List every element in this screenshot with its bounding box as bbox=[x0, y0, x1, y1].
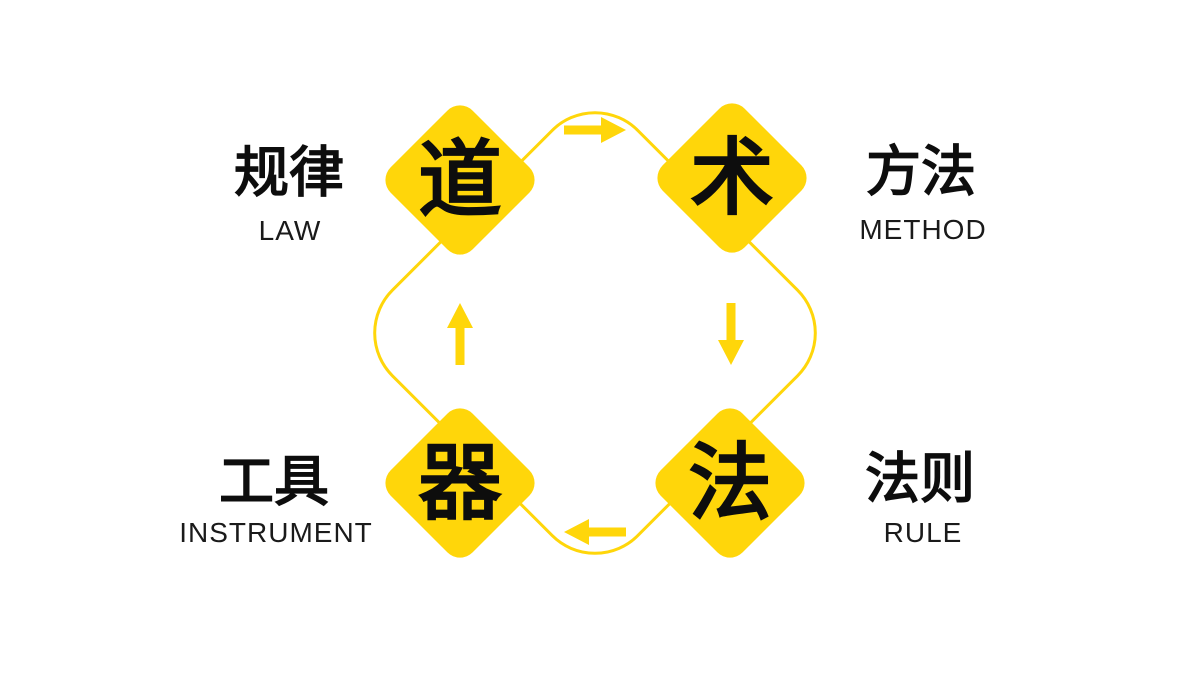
node-qi-character: 器 bbox=[417, 432, 503, 532]
label-instrument-en: INSTRUMENT bbox=[179, 517, 373, 548]
arrow-right-icon bbox=[564, 117, 626, 143]
label-method-zh: 方法 bbox=[865, 138, 977, 204]
node-fa-character: 法 bbox=[687, 432, 773, 532]
label-law-zh: 规律 bbox=[233, 139, 345, 205]
arrow-left-icon bbox=[564, 519, 626, 545]
node-dao-character: 道 bbox=[417, 129, 503, 229]
arrow-up-icon bbox=[447, 303, 473, 365]
label-law-en: LAW bbox=[258, 215, 322, 246]
arrow-down-icon bbox=[718, 303, 744, 365]
label-rule-zh: 法则 bbox=[864, 445, 976, 511]
label-rule-en: RULE bbox=[883, 517, 963, 548]
label-method-en: METHOD bbox=[859, 214, 987, 245]
node-shu-character: 术 bbox=[689, 127, 775, 227]
label-instrument-zh: 工具 bbox=[218, 448, 330, 514]
